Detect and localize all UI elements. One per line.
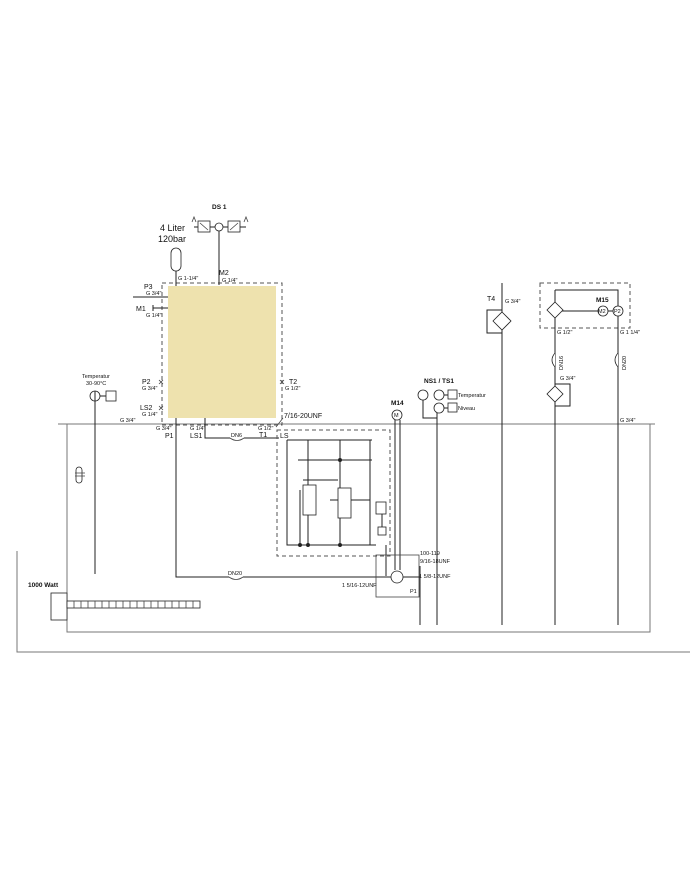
switch-icon (105, 390, 117, 402)
m15-motor-icon (597, 305, 609, 317)
tank-boundary (161, 282, 283, 426)
temperature-sensor-icon (417, 389, 429, 401)
dn6-label: DN6 (231, 433, 242, 439)
t4-filter-icon (492, 311, 512, 331)
temperature-switch-label: Temperatur (82, 374, 110, 380)
m14-pump-icon (390, 570, 404, 584)
t2-plug-icon (279, 379, 285, 385)
accumulator-volume: 4 Liter (160, 223, 185, 233)
p1-size: G 3/4" (156, 426, 171, 432)
m14-label: M14 (391, 400, 404, 407)
ds1-label: DS 1 (212, 204, 227, 211)
m1-test-port-icon (152, 305, 168, 311)
m15-motor-symbol: M2 (598, 309, 606, 315)
m2-size: G 1/4" (222, 278, 237, 284)
m15-filter-icon (546, 301, 564, 319)
ls2-label: LS2 (140, 405, 153, 412)
switch-icon (447, 402, 458, 413)
m15-pump-icon (612, 305, 624, 317)
m1-size: G 1/4" (146, 313, 161, 319)
ns1-level-label: Niveau (458, 406, 475, 412)
dn16-label: DN16 (559, 356, 565, 370)
m15-size-left: G 1/2" (557, 330, 572, 336)
level-sensor-icon (433, 402, 445, 414)
t2-size: G 1/2" (285, 386, 300, 392)
p2-plug-icon (158, 379, 164, 385)
p1-label: P1 (165, 433, 174, 440)
left-line-size: G 3/4" (120, 418, 135, 424)
pressure-gauge-icon (214, 222, 224, 232)
ls1-size: G 1/4" (190, 426, 205, 432)
ls-thread: 7/16-20UNF (284, 413, 322, 420)
outer-frame (16, 551, 690, 653)
p3-size: G 3/4" (146, 291, 161, 297)
t2-label: T2 (289, 379, 297, 386)
heater-label: 1000 Watt (28, 582, 59, 589)
m15-size-right: G 1 1/4" (620, 330, 640, 336)
dn20-right-label: DN20 (622, 356, 628, 370)
dn20-bottom-label: DN20 (228, 571, 242, 577)
switch-icon (447, 389, 458, 400)
ls2-size: G 1/4" (142, 412, 157, 418)
m14-thread-4: 1 5/16-12UNF (342, 583, 377, 589)
t1-size: G 1/2" (258, 426, 273, 432)
valve-block-boundary (276, 429, 391, 557)
p3-label: P3 (144, 284, 153, 291)
heater-element-icon (66, 600, 201, 609)
p2-label: P2 (142, 379, 151, 386)
heater-element-segments (73, 601, 194, 608)
m15-boundary (539, 282, 631, 329)
valve-block (286, 439, 387, 576)
m2-label: M2 (219, 270, 229, 277)
sensor-icon (433, 389, 445, 401)
temperature-range: 30-90°C (86, 381, 106, 387)
pressure-switch-group (191, 215, 249, 285)
ns1-ts1-label: NS1 / TS1 (424, 378, 454, 385)
m14-pump-boundary (375, 554, 420, 598)
m1-label: M1 (136, 306, 146, 313)
m14-thread-1: 100-119 (420, 551, 440, 557)
ls1-label: LS1 (190, 433, 203, 440)
heater-head (50, 592, 68, 621)
t4-label: T4 (487, 296, 495, 303)
m14-motor-icon (391, 409, 403, 421)
t4-size: G 3/4" (505, 299, 520, 305)
accumulator-pressure: 120bar (158, 234, 186, 244)
ls-label: LS (280, 433, 289, 440)
dn20-hose-icon (228, 576, 244, 580)
dn16-hose-icon (551, 352, 556, 368)
accumulator-port-size: G 1-1/4" (178, 276, 198, 282)
dn6-hose-icon (229, 437, 245, 441)
thermometer-icon (75, 466, 83, 484)
ns1-temperature-label: Temperatur (458, 393, 486, 399)
dn20-hose-icon (614, 352, 619, 368)
return-filter-icon (546, 385, 564, 403)
m15-pump-symbol: P2 (614, 309, 621, 315)
t1-label: T1 (259, 432, 267, 439)
m15-return-size: G 3/4" (620, 418, 635, 424)
ls2-plug-icon (158, 405, 164, 411)
m15-label: M15 (596, 297, 609, 304)
m14-thread-3: 1 5/8-12UNF (419, 574, 451, 580)
m14-thread-2: 9/16-18UNF (420, 559, 451, 565)
p2-size: G 3/4" (142, 386, 157, 392)
m15-filter-size: G 3/4" (560, 376, 575, 382)
tank (168, 286, 276, 418)
accumulator-icon (170, 247, 182, 272)
m14-pump-port: P1 (410, 589, 417, 595)
m14-motor-symbol: M (394, 413, 399, 419)
